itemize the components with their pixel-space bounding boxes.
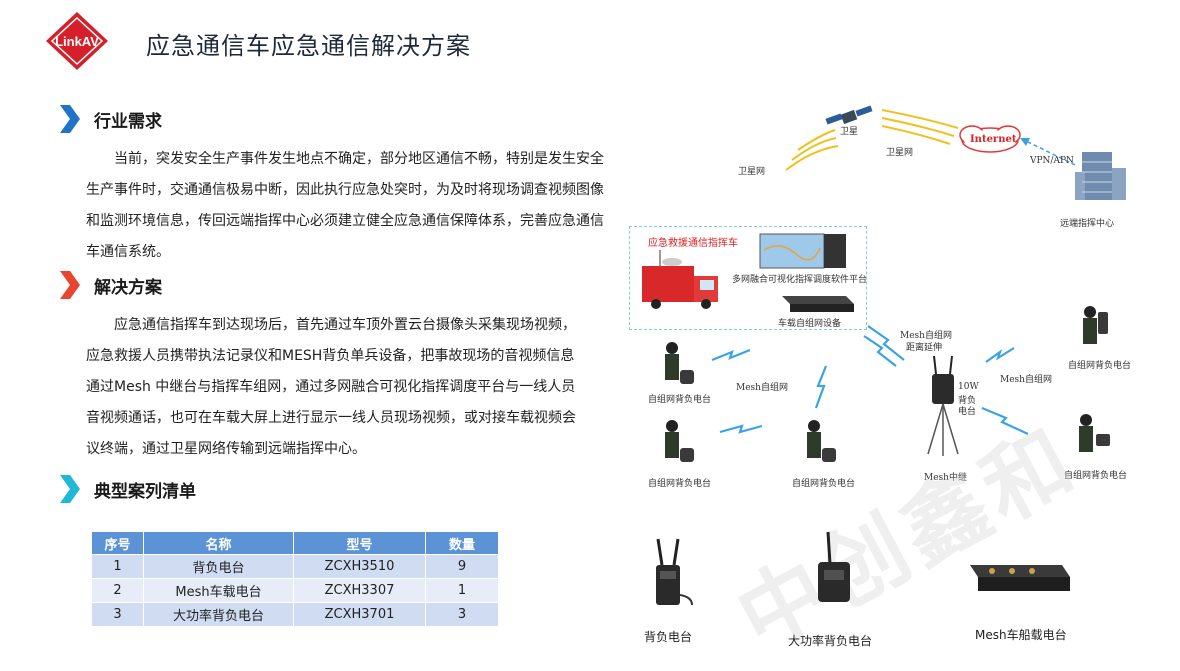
satellite-label: 卫星 — [840, 124, 858, 137]
table-cell: 大功率背负电台 — [144, 603, 294, 627]
solution-paragraph: 应急通信指挥车到达现场后，首先通过车顶外置云台摄像头采集现场视频，应急救援人员携… — [86, 310, 586, 465]
section-heading-label: 典型案列清单 — [94, 477, 196, 502]
table-cell: 1 — [92, 555, 144, 579]
table-cell: 1 — [426, 579, 499, 603]
backpack-radio-product-icon — [640, 535, 700, 615]
vpn-label: VPN/APN — [1030, 156, 1074, 166]
table-cell: Mesh车载电台 — [144, 579, 294, 603]
column-header: 序号 — [92, 532, 144, 555]
backpack-label: 自组网背负电台 — [792, 476, 855, 489]
satellite-signal-left — [786, 130, 838, 170]
page-title: 应急通信车应急通信解决方案 — [146, 26, 471, 61]
satellite-icon — [825, 105, 872, 124]
section-heading-label: 解决方案 — [94, 273, 162, 298]
table-cell: 背负电台 — [144, 555, 294, 579]
table-row: 1 背负电台 ZCXH3510 9 — [92, 555, 499, 579]
internet-label: Internet — [970, 134, 1016, 145]
product-label: 背负电台 — [644, 628, 692, 645]
remote-center-label: 远端指挥中心 — [1060, 216, 1114, 229]
mesh-net-label: Mesh自组网 — [1000, 372, 1052, 385]
mesh-extend-label: 距离延伸 — [906, 340, 942, 353]
table-header-row: 序号 名称 型号 数量 — [92, 532, 499, 555]
building-icon — [1075, 152, 1126, 200]
product-label: Mesh车船载电台 — [975, 626, 1067, 643]
relay-label: 电台 — [958, 404, 976, 417]
section-solution-heading: 解决方案 — [58, 271, 162, 299]
table-cell: ZCXH3510 — [294, 555, 426, 579]
satellite-net-label: 卫星网 — [886, 145, 913, 158]
table-row: 3 大功率背负电台 ZCXH3701 3 — [92, 603, 499, 627]
table-cell: ZCXH3307 — [294, 579, 426, 603]
vehicle-ship-radio-product-icon — [962, 555, 1072, 605]
satellite-net-label: 卫星网 — [738, 164, 765, 177]
table-cell: ZCXH3701 — [294, 603, 426, 627]
table-cell: 2 — [92, 579, 144, 603]
section-heading-label: 行业需求 — [94, 107, 162, 132]
table-cell: 9 — [426, 555, 499, 579]
chevron-right-icon — [58, 475, 80, 503]
section-industry-heading: 行业需求 — [58, 105, 162, 133]
case-table: 序号 名称 型号 数量 1 背负电台 ZCXH3510 9 2 Mesh车载电台… — [91, 531, 499, 627]
column-header: 数量 — [426, 532, 499, 555]
table-row: 2 Mesh车载电台 ZCXH3307 1 — [92, 579, 499, 603]
chevron-right-icon — [58, 271, 80, 299]
table-cell: 3 — [92, 603, 144, 627]
command-vehicle-label: 应急救援通信指挥车 — [648, 234, 738, 249]
satellite-signal-right — [882, 110, 958, 144]
high-power-radio-product-icon — [806, 532, 866, 612]
backpack-label: 自组网背负电台 — [648, 476, 711, 489]
logo-text: LinkAV — [55, 34, 99, 49]
backpack-label: 自组网背负电台 — [1068, 358, 1131, 371]
industry-paragraph: 当前，突发安全生产事件发生地点不确定，部分地区通信不畅，特别是发生安全生产事件时… — [86, 144, 610, 268]
column-header: 型号 — [294, 532, 426, 555]
section-cases-heading: 典型案列清单 — [58, 475, 196, 503]
network-diagram: 卫星 卫星网 卫星网 Internet VPN/APN 远端指挥中心 应急救援通… — [620, 90, 1176, 510]
platform-label: 多网融合可视化指挥调度软件平台 — [732, 272, 867, 285]
column-header: 名称 — [144, 532, 294, 555]
table-cell: 3 — [426, 603, 499, 627]
brand-logo: LinkAV — [44, 10, 110, 72]
product-label: 大功率背负电台 — [788, 632, 872, 649]
mesh-net-label: Mesh自组网 — [736, 380, 788, 393]
relay-label: 10W — [958, 382, 979, 392]
vehicle-device-label: 车载自组网设备 — [778, 316, 841, 329]
chevron-right-icon — [58, 105, 80, 133]
backpack-label: 自组网背负电台 — [648, 392, 711, 405]
